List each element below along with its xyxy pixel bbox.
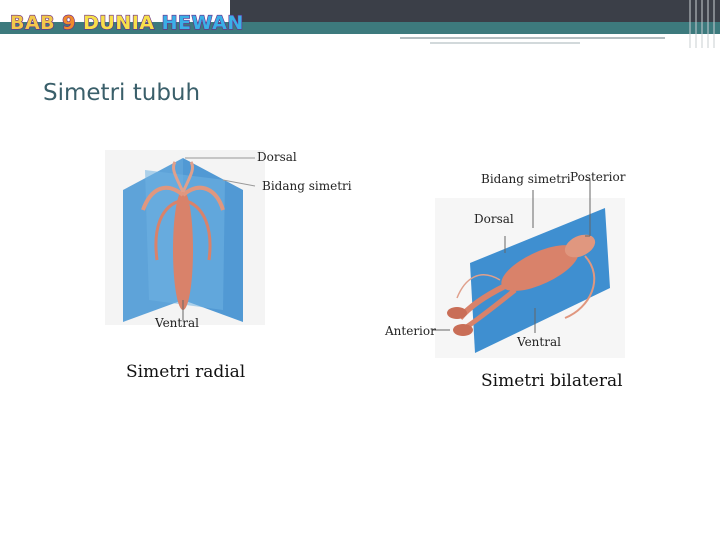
radial-ventral-label: Ventral: [155, 316, 199, 330]
bilateral-posterior-label: Posterior: [570, 170, 626, 184]
slide-heading: Simetri tubuh: [43, 80, 201, 106]
radial-symmetry-illustration: [105, 150, 265, 325]
bilateral-symmetry-illustration: [433, 179, 625, 358]
bilateral-dorsal-label: Dorsal: [474, 212, 514, 226]
chapter-title: BAB 9 DUNIA HEWAN: [9, 11, 244, 34]
radial-plane-label: Bidang simetri: [262, 179, 352, 193]
bilateral-ventral-label: Ventral: [517, 335, 561, 349]
chapter-word-hewan: HEWAN: [161, 11, 244, 34]
bilateral-anterior-label: Anterior: [385, 324, 436, 338]
radial-dorsal-label: Dorsal: [257, 150, 297, 164]
radial-caption: Simetri radial: [126, 362, 246, 382]
bilateral-plane-label: Bidang simetri: [481, 172, 571, 186]
header-bar: [0, 0, 720, 48]
chapter-word-bab: BAB: [9, 11, 56, 34]
chapter-word-number: 9: [62, 11, 77, 34]
bilateral-caption: Simetri bilateral: [481, 371, 623, 391]
chapter-word-dunia: DUNIA: [83, 11, 155, 34]
